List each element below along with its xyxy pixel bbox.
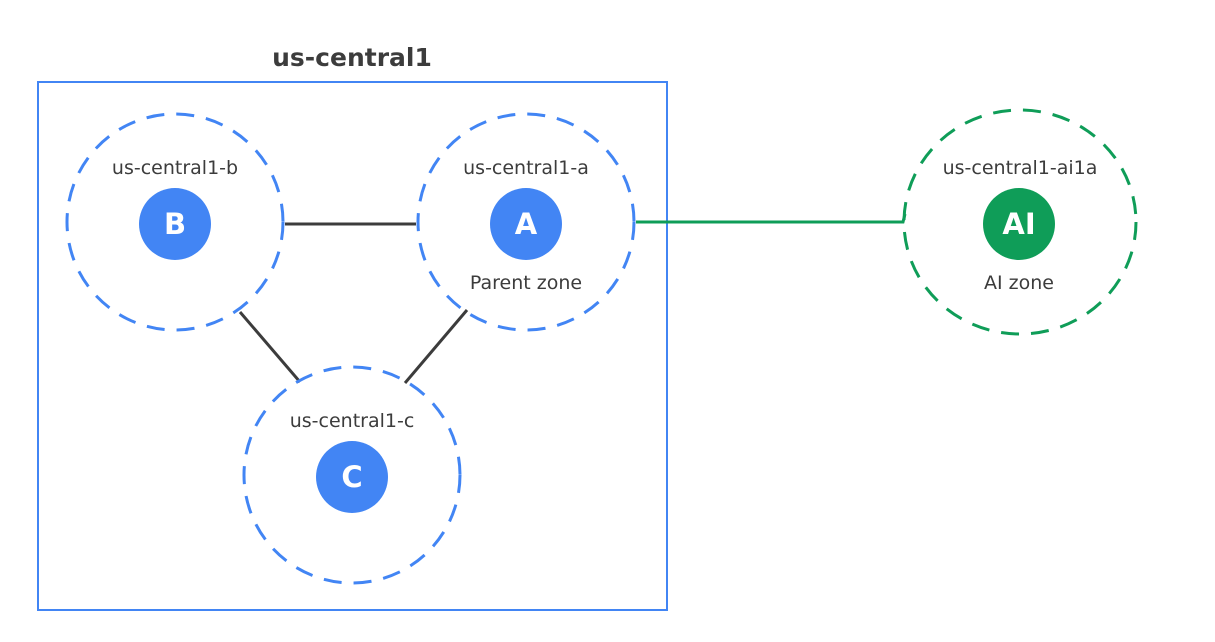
zone-boundary xyxy=(902,108,1138,336)
zone-boundary xyxy=(416,112,636,332)
node-circle xyxy=(490,188,562,260)
node-letter: C xyxy=(341,460,362,494)
zone-sublabel: Parent zone xyxy=(470,272,582,294)
zone-label: us-central1-ai1a xyxy=(943,157,1098,179)
link-a-c xyxy=(403,309,469,384)
region-box xyxy=(37,81,668,611)
zone-boundary xyxy=(242,365,462,585)
zone-ai: us-central1-ai1a AI AI zone xyxy=(902,108,1138,336)
link-a-ai xyxy=(636,213,907,224)
node-circle xyxy=(983,188,1055,260)
node-circle xyxy=(316,441,388,513)
zone-label: us-central1-a xyxy=(463,157,589,179)
node-circle xyxy=(139,188,211,260)
zone-b: us-central1-b B xyxy=(65,112,285,332)
zone-label: us-central1-c xyxy=(290,410,415,432)
link-b-c xyxy=(238,311,302,383)
zone-c: us-central1-c C xyxy=(242,365,462,585)
zone-sublabel: AI zone xyxy=(984,272,1054,294)
node-letter: A xyxy=(515,207,538,241)
node-letter: B xyxy=(164,207,186,241)
node-letter: AI xyxy=(1002,207,1035,241)
zone-label: us-central1-b xyxy=(112,157,238,179)
zone-a: us-central1-a A Parent zone xyxy=(416,112,636,332)
zone-boundary xyxy=(65,112,285,332)
region-title: us-central1 xyxy=(272,43,432,72)
